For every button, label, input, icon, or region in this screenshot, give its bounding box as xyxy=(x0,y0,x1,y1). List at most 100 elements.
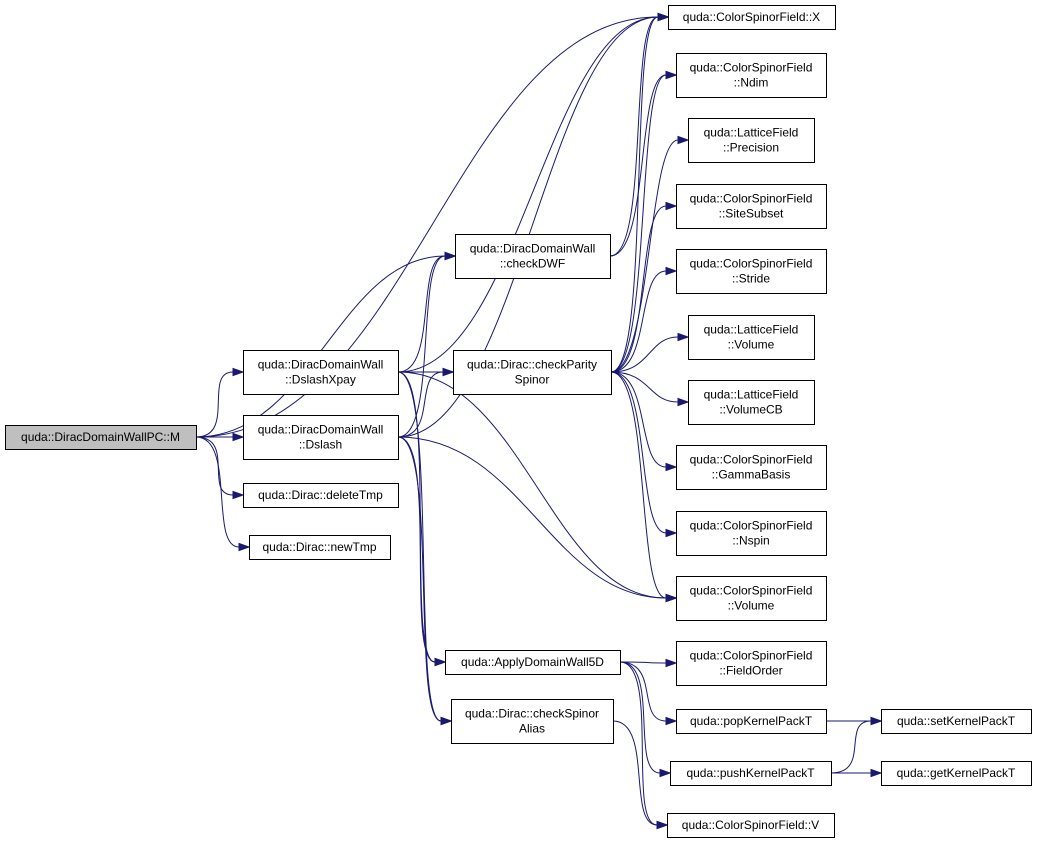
edge-Dslash-to-CVolume xyxy=(397,436,678,603)
node-X[interactable]: quda::ColorSpinorField::X xyxy=(668,5,836,30)
node-SiteSubset[interactable]: quda::ColorSpinorField::SiteSubset xyxy=(676,184,827,229)
edge-line xyxy=(397,16,659,373)
node-box xyxy=(243,350,399,395)
edge-DslashXpay-to-X xyxy=(397,12,670,373)
edge-line xyxy=(397,371,442,722)
node-label: quda::setKernelPackT xyxy=(897,714,1016,728)
edge-line xyxy=(610,74,667,373)
edge-checkParity-to-Ndim xyxy=(610,70,678,373)
edge-line xyxy=(610,205,667,373)
edge-line xyxy=(397,255,446,438)
arrowhead xyxy=(665,716,678,726)
node-LVolume[interactable]: quda::LatticeField::Volume xyxy=(688,315,815,360)
edges-layer xyxy=(195,12,883,830)
edge-Dslash-to-checkAlias xyxy=(397,436,453,726)
node-box xyxy=(688,315,815,360)
node-M[interactable]: quda::DiracDomainWallPC::M xyxy=(5,425,197,450)
node-box xyxy=(881,761,1032,786)
node-GammaBasis[interactable]: quda::ColorSpinorField::GammaBasis xyxy=(676,445,827,490)
node-label: quda::Dirac::deleteTmp xyxy=(258,488,383,502)
node-label: ::Stride xyxy=(732,272,770,286)
edge-checkParity-to-GammaBasis xyxy=(610,371,678,472)
node-label: quda::LatticeField xyxy=(704,126,799,140)
node-Precision[interactable]: quda::LatticeField::Precision xyxy=(688,118,815,163)
arrowhead xyxy=(665,462,678,472)
edge-line xyxy=(610,270,667,373)
node-box xyxy=(453,350,612,395)
node-label: quda::DiracDomainWallPC::M xyxy=(21,430,180,444)
node-label: quda::ColorSpinorField xyxy=(690,192,813,206)
edge-line xyxy=(610,139,679,373)
node-box xyxy=(243,483,399,508)
node-getKPT[interactable]: quda::getKernelPackT xyxy=(881,761,1032,786)
edge-Dslash-to-ApplyDW5D xyxy=(397,436,447,667)
arrowhead xyxy=(659,768,672,778)
node-deleteTmp[interactable]: quda::Dirac::deleteTmp xyxy=(243,483,399,508)
node-label: quda::LatticeField xyxy=(704,388,799,402)
edge-checkParity-to-Precision xyxy=(610,135,690,373)
edge-checkParity-to-CVolume xyxy=(610,371,678,603)
node-label: ::Volume xyxy=(728,599,775,613)
node-label: ::VolumeCB xyxy=(719,403,782,417)
edge-line xyxy=(610,336,679,373)
node-VolumeCB[interactable]: quda::LatticeField::VolumeCB xyxy=(688,380,815,425)
edge-line xyxy=(610,371,667,599)
arrowhead xyxy=(444,251,457,261)
node-CVolume[interactable]: quda::ColorSpinorField::Volume xyxy=(676,576,827,621)
edge-M-to-deleteTmp xyxy=(195,436,245,500)
arrowhead xyxy=(232,432,245,442)
edge-ApplyDW5D-to-FieldOrder xyxy=(619,658,678,668)
arrowhead xyxy=(870,768,883,778)
node-label: ::checkDWF xyxy=(500,257,565,271)
edge-pushKPT-to-getKPT xyxy=(831,768,883,778)
arrowhead xyxy=(238,542,251,552)
node-setKPT[interactable]: quda::setKernelPackT xyxy=(881,709,1032,734)
node-box xyxy=(676,184,827,229)
node-DslashXpay[interactable]: quda::DiracDomainWall::DslashXpay xyxy=(243,350,399,395)
edge-line xyxy=(195,255,446,438)
node-Nspin[interactable]: quda::ColorSpinorField::Nspin xyxy=(676,511,827,556)
edge-line xyxy=(397,436,667,599)
edge-ApplyDW5D-to-pushKPT xyxy=(619,661,672,778)
node-Ndim[interactable]: quda::ColorSpinorField::Ndim xyxy=(676,53,827,98)
node-pushKPT[interactable]: quda::pushKernelPackT xyxy=(670,761,832,786)
edge-checkParity-to-Stride xyxy=(610,266,678,373)
node-label: quda::getKernelPackT xyxy=(897,766,1016,780)
nodes-layer: quda::DiracDomainWallPC::M quda::DiracDom… xyxy=(5,5,1032,838)
node-newTmp[interactable]: quda::Dirac::newTmp xyxy=(249,535,391,560)
edge-checkParity-to-VolumeCB xyxy=(610,371,690,407)
edge-line xyxy=(397,436,442,722)
edge-ApplyDW5D-to-popKPT xyxy=(619,661,678,726)
edge-checkParity-to-LVolume xyxy=(610,332,690,373)
edge-line xyxy=(612,720,658,826)
arrowhead xyxy=(665,593,678,603)
edge-line xyxy=(195,436,240,548)
node-label: quda::ColorSpinorField xyxy=(690,257,813,271)
node-label: quda::DiracDomainWall xyxy=(470,242,596,256)
edge-line xyxy=(397,371,444,438)
node-box xyxy=(670,761,832,786)
node-box xyxy=(455,234,611,279)
node-Stride[interactable]: quda::ColorSpinorField::Stride xyxy=(676,249,827,294)
arrowhead xyxy=(677,332,690,342)
node-box xyxy=(676,445,827,490)
node-box xyxy=(676,511,827,556)
node-ApplyDW5D[interactable]: quda::ApplyDomainWall5D xyxy=(445,650,621,675)
node-label: ::SiteSubset xyxy=(719,207,784,221)
edge-line xyxy=(397,436,436,663)
node-V[interactable]: quda::ColorSpinorField::V xyxy=(667,813,835,838)
node-popKPT[interactable]: quda::popKernelPackT xyxy=(676,709,827,734)
node-box xyxy=(676,709,827,734)
node-label: quda::ColorSpinorField xyxy=(690,649,813,663)
node-FieldOrder[interactable]: quda::ColorSpinorField::FieldOrder xyxy=(676,641,827,686)
node-checkDWF[interactable]: quda::DiracDomainWall::checkDWF xyxy=(455,234,611,279)
arrowhead xyxy=(656,820,669,830)
node-label: quda::ColorSpinorField xyxy=(690,584,813,598)
edge-checkParity-to-X xyxy=(610,12,670,373)
arrowhead xyxy=(442,367,455,377)
node-label: quda::Dirac::newTmp xyxy=(262,540,376,554)
node-Dslash[interactable]: quda::DiracDomainWall::Dslash xyxy=(243,415,399,460)
